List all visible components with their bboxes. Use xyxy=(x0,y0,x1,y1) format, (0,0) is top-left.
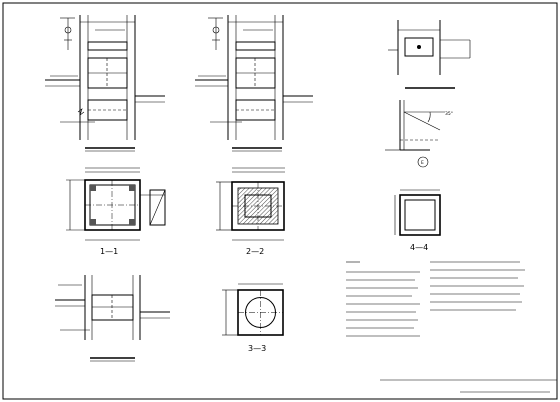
detail-column-splice-2 xyxy=(195,15,313,140)
section-3-3 xyxy=(222,283,284,336)
section-1-1-label: 1—1 xyxy=(100,247,118,256)
section-1-1 xyxy=(66,167,166,241)
section-2-2 xyxy=(216,167,285,241)
section-mark-e-label: E xyxy=(421,160,424,166)
section-mark-e xyxy=(417,156,429,168)
angle-dimension: 35° xyxy=(445,111,453,117)
detail-column-splice-1 xyxy=(45,15,165,140)
detail-column-splice-bottom xyxy=(55,275,170,340)
notes-block xyxy=(346,261,525,337)
section-2-2-label: 2—2 xyxy=(246,247,264,256)
section-4-4 xyxy=(394,189,441,236)
detail-connection-top-right xyxy=(388,20,471,75)
section-3-3-label: 3—3 xyxy=(248,344,266,353)
detail-angle xyxy=(385,100,445,168)
section-4-4-label: 4—4 xyxy=(410,243,428,252)
